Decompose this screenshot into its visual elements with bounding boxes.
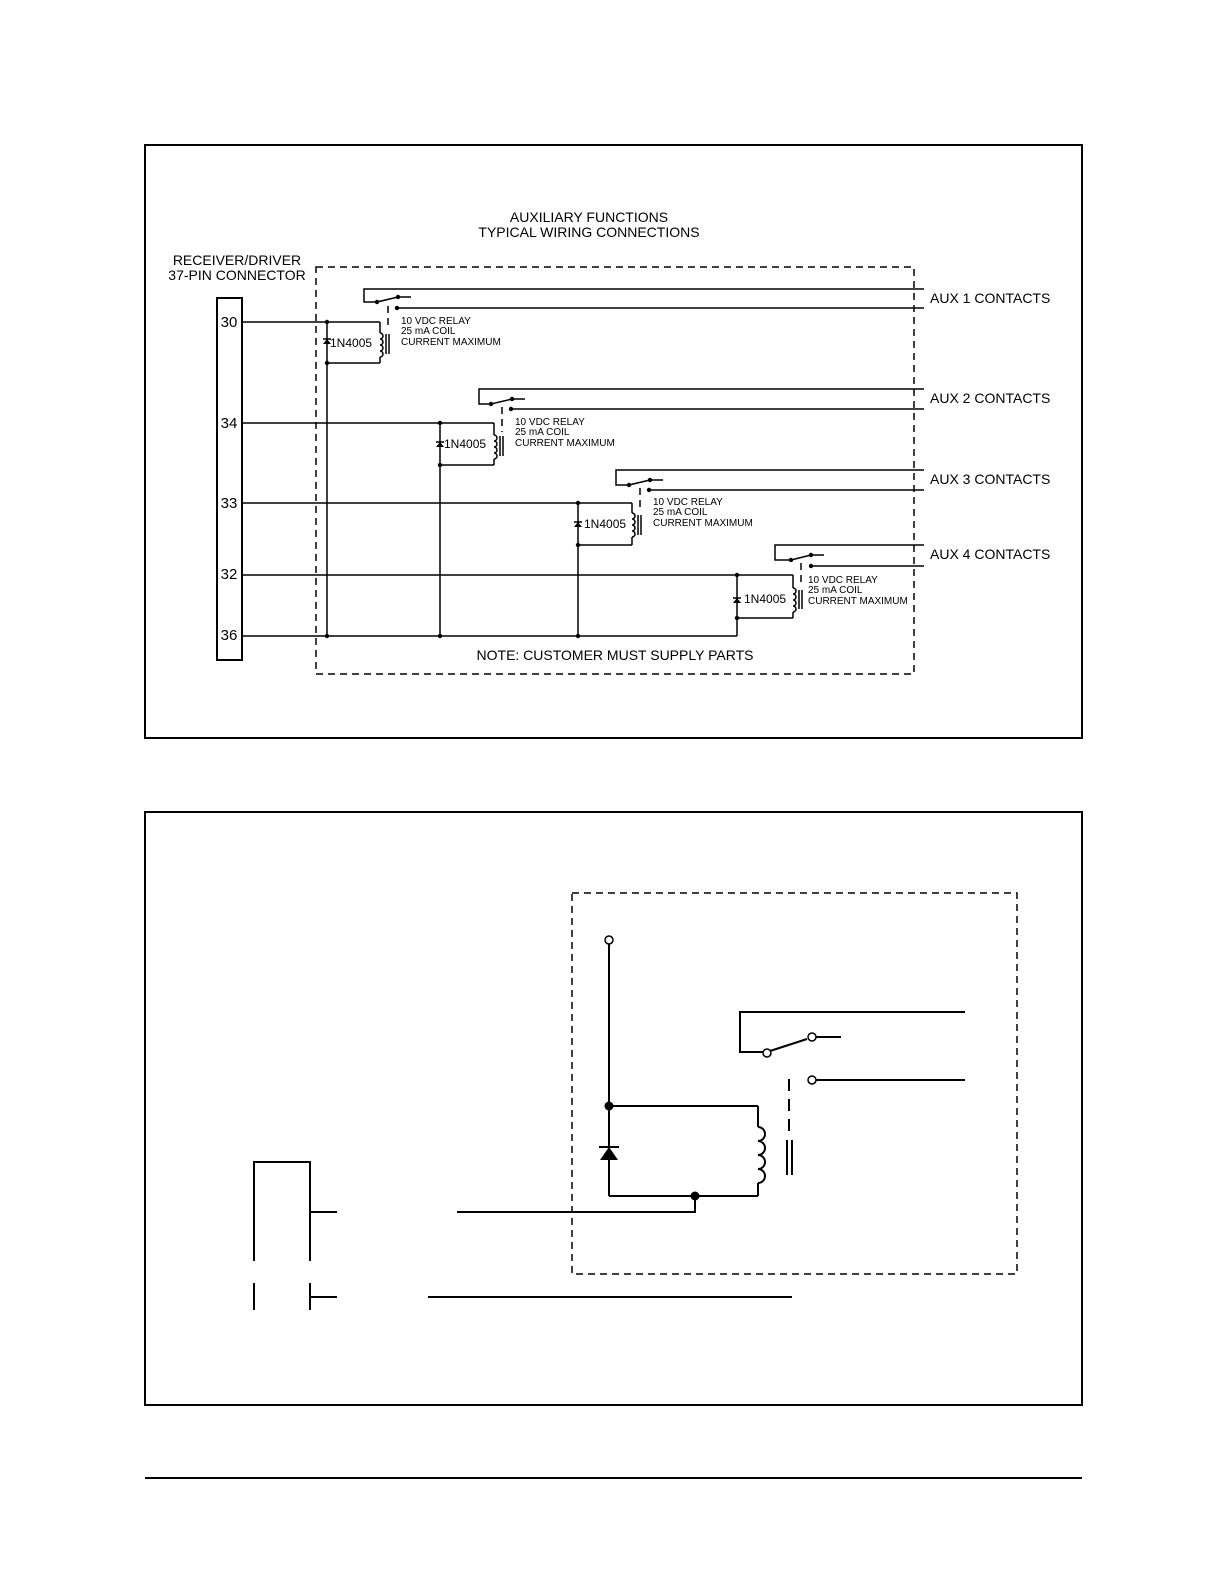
diode-large [600,1147,618,1160]
relay1-spec-2: 25 mA COIL [401,326,456,337]
relay4-spec-3: CURRENT MAXIMUM [808,596,908,607]
diagram1-title-line1: AUXILIARY FUNCTIONS [510,209,668,225]
relay2-spec-3: CURRENT MAXIMUM [515,438,615,449]
aux3-contacts-label: AUX 3 CONTACTS [930,471,1050,487]
relay1-spec-3: CURRENT MAXIMUM [401,337,501,348]
relay2-spec-1: 10 VDC RELAY [515,417,585,428]
diagram2-connector-fragment [253,1161,792,1310]
relay3-spec-2: 25 mA COIL [653,507,708,518]
diode-label-2: 1N4005 [444,437,486,451]
relay-coil-1 [379,332,384,358]
pin-label-34: 34 [221,415,238,432]
diode-2 [436,442,444,447]
customer-parts-box [315,266,915,675]
relay-coil-2 [493,434,498,460]
diagram1-frame [144,144,1083,739]
relay-stage-1 [323,288,924,366]
aux2-contacts-label: AUX 2 CONTACTS [930,390,1050,406]
relay-coil-4 [792,587,797,613]
diagram1-title-line2: TYPICAL WIRING CONNECTIONS [478,224,699,240]
aux1-contacts-label: AUX 1 CONTACTS [930,290,1050,306]
diagram2-dashed-box [571,892,1018,1275]
diagram2-frame [144,811,1083,1406]
pin-wires [242,321,737,637]
relay3-spec-3: CURRENT MAXIMUM [653,518,753,529]
diagram2-relay-circuit [457,935,965,1213]
relay2-spec-2: 25 mA COIL [515,427,570,438]
diode-label-3: 1N4005 [584,517,626,531]
supply-terminal [604,935,614,945]
customer-note: NOTE: CUSTOMER MUST SUPPLY PARTS [477,647,754,663]
relay-stage-2 [436,388,924,468]
pin-label-30: 30 [221,314,238,331]
relay1-spec-1: 10 VDC RELAY [401,316,471,327]
diode-label-1: 1N4005 [330,336,372,350]
diode-1 [323,339,331,344]
connector-body [216,297,243,661]
relay-stage-3 [574,469,924,548]
relay4-spec-2: 25 mA COIL [808,585,863,596]
pin-label-36: 36 [221,627,238,644]
aux4-contacts-label: AUX 4 CONTACTS [930,546,1050,562]
connector-label-line2: 37-PIN CONNECTOR [168,267,305,283]
diode-3 [574,522,582,527]
relay-coil-3 [631,512,636,538]
pin-label-33: 33 [221,495,238,512]
relay3-spec-1: 10 VDC RELAY [653,497,723,508]
relay-stage-4 [733,544,924,621]
pin-label-32: 32 [221,566,238,583]
relay-coil-large [757,1126,766,1184]
bus-junctions [324,633,581,639]
relay4-spec-1: 10 VDC RELAY [808,575,878,586]
diode-4 [733,598,741,603]
connector-label-line1: RECEIVER/DRIVER [173,252,301,268]
return-bus [326,322,738,636]
diode-label-4: 1N4005 [744,592,786,606]
